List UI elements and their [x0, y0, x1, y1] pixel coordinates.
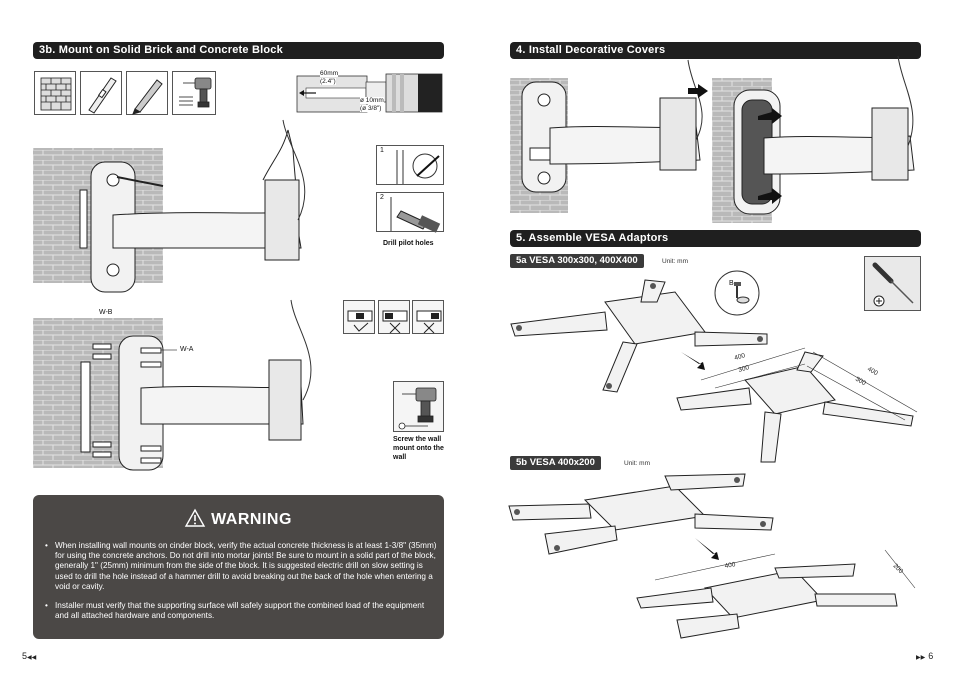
section-5-title: 5. Assemble VESA Adaptors: [516, 232, 669, 244]
label-wb: W-B: [99, 309, 113, 316]
wall-mount-illustration-top: [33, 119, 306, 293]
page-number-right-text: 6: [928, 651, 934, 661]
step-2-number: 2: [380, 194, 384, 201]
drill-depth-in: (2.4"): [320, 78, 336, 85]
screw-drill-box: [393, 381, 444, 432]
tool-box-brick: [34, 71, 76, 115]
warning-box: WARNING •When installing wall mounts on …: [33, 495, 444, 639]
drill-depth-mm: 60mm: [320, 70, 339, 77]
cross-mark-icon: [382, 310, 408, 334]
wall-mount-illustration-bottom: [33, 299, 312, 471]
subsection-5b-title: 5b VESA 400x200: [516, 457, 595, 468]
drill-spec-diagram: 60mm (2.4") ø 10mm (ø 3/8"): [296, 70, 444, 116]
page-number-right: ▶▶6: [916, 651, 933, 661]
decorative-cover-illustration-2: [712, 55, 915, 223]
drill-diameter-mm: ø 10mm: [360, 97, 384, 104]
screwdriver-box: [864, 256, 921, 311]
warning-item-text: Installer must verify that the supportin…: [55, 601, 425, 621]
warning-triangle-icon: [184, 508, 206, 527]
level-icon: [88, 77, 117, 114]
dim-5a-width-1: 400: [734, 352, 747, 362]
tool-box-pencil: [126, 71, 168, 115]
pencil-icon: [132, 79, 163, 115]
section-3b-title: 3b. Mount on Solid Brick and Concrete Bl…: [39, 44, 283, 56]
level-check-wrong-1: [378, 300, 410, 334]
tool-box-drill: [172, 71, 216, 115]
screw-b-label: B: [729, 280, 734, 287]
warning-list: •When installing wall mounts on cinder b…: [45, 541, 437, 630]
subsection-5a-title: 5a VESA 300x300, 400X400: [516, 255, 638, 266]
dim-5a-width-2: 300: [738, 364, 751, 374]
unit-label-5b: Unit: mm: [624, 460, 650, 467]
section-5-header: 5. Assemble VESA Adaptors: [510, 230, 921, 247]
step-1-box: 1: [376, 145, 444, 185]
brick-wall-icon: [40, 77, 72, 111]
dim-5a-height-1: 400: [866, 366, 879, 378]
tool-box-level: [80, 71, 122, 115]
section-3b-header: 3b. Mount on Solid Brick and Concrete Bl…: [33, 42, 444, 59]
label-wa: W-A: [180, 346, 194, 353]
warning-title: WARNING: [211, 511, 292, 528]
subsection-5a-header: 5a VESA 300x300, 400X400: [510, 254, 644, 268]
unit-label-5a: Unit: mm: [662, 258, 688, 265]
level-check-correct: [343, 300, 375, 334]
drill-diameter-in: (ø 3/8"): [360, 105, 382, 112]
section-4-header: 4. Install Decorative Covers: [510, 42, 921, 59]
drill-spec-graphic: [296, 73, 443, 113]
page-arrow-left-icon: ◀◀: [27, 655, 37, 661]
warning-item: •Installer must verify that the supporti…: [45, 601, 425, 621]
decorative-cover-illustration-1: [510, 59, 703, 213]
warning-heading: WARNING: [33, 508, 444, 529]
step-1-graphic: [396, 150, 440, 184]
drill-icon: [179, 77, 212, 108]
dim-5b-height: 200: [892, 562, 905, 575]
screwdriver-icon: [872, 262, 914, 307]
check-mark-icon: [347, 310, 373, 332]
step-2-box: 2: [376, 192, 444, 233]
page-arrow-right-icon: ▶▶: [916, 655, 926, 661]
vesa-5b-illustration: 400 200: [508, 473, 916, 639]
subsection-5b-header: 5b VESA 400x200: [510, 456, 601, 470]
arrow-right-icon: [688, 84, 708, 98]
drill-icon: [398, 387, 437, 430]
warning-item: •When installing wall mounts on cinder b…: [45, 541, 437, 591]
screw-mount-caption: Screw the wall mount onto the wall: [393, 436, 444, 461]
vesa-5a-illustration: 400 300 400 300: [510, 279, 918, 463]
dim-5b-width: 400: [724, 561, 736, 570]
section-4-title: 4. Install Decorative Covers: [516, 44, 666, 56]
level-check-wrong-2: [412, 300, 444, 334]
page-number-left: 5◀◀: [22, 651, 36, 661]
drill-pilot-holes-caption: Drill pilot holes: [383, 240, 434, 247]
cross-mark-icon: [416, 310, 442, 334]
screw-b-detail: [714, 270, 760, 316]
page-number-left-text: 5: [22, 651, 28, 661]
step-2-graphic: [390, 197, 441, 233]
warning-item-text: When installing wall mounts on cinder bl…: [55, 541, 437, 591]
dim-5a-height-2: 300: [854, 376, 867, 388]
step-1-number: 1: [380, 147, 384, 154]
